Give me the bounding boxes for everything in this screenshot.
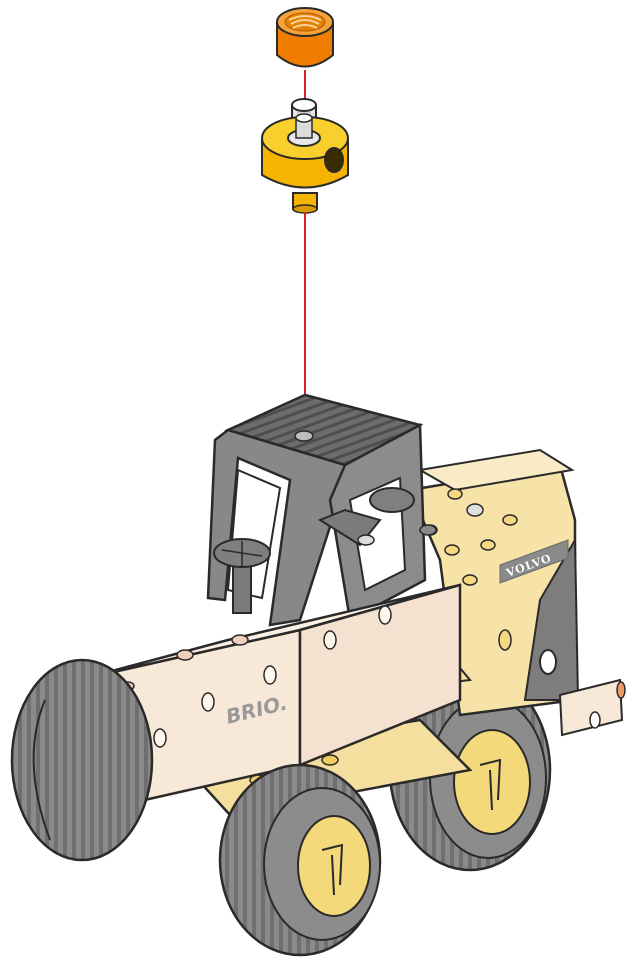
- roof-hole: [295, 431, 313, 441]
- yellow-connector: [262, 99, 348, 213]
- wheel-front-left: [12, 660, 152, 860]
- orange-cap: [277, 8, 333, 67]
- wheel-front-right: [220, 765, 380, 955]
